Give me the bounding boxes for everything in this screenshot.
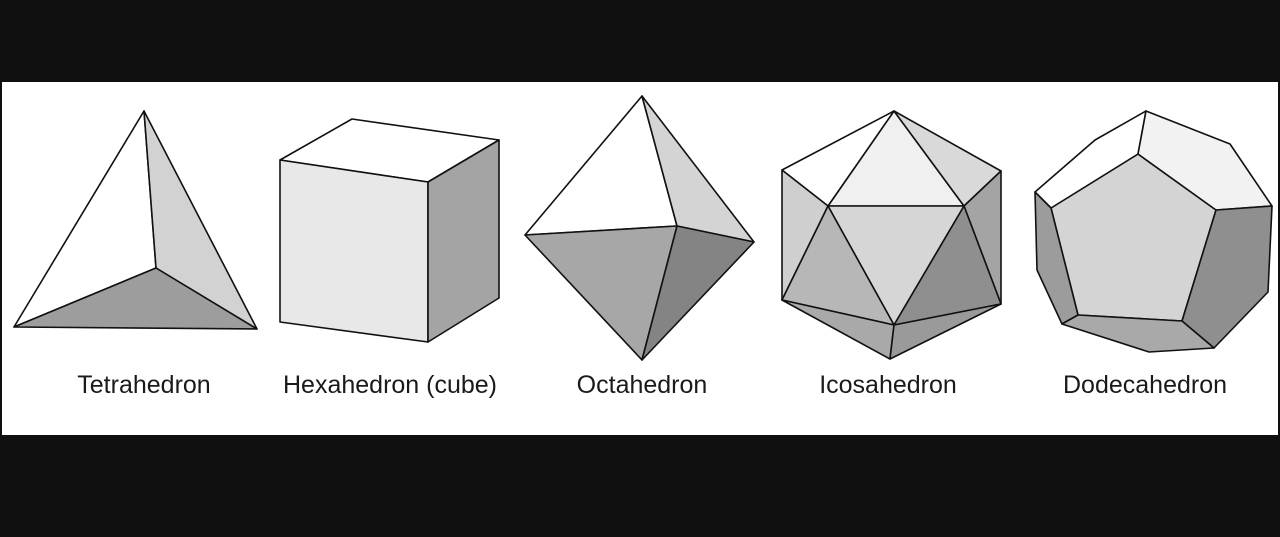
dodecahedron-label: Dodecahedron <box>1062 371 1228 399</box>
cube-face-right <box>427 139 500 343</box>
solids-drawing <box>13 95 1273 361</box>
dodecahedron-face-bottom <box>1061 314 1215 353</box>
hexahedron-label: Hexahedron (cube) <box>282 371 498 399</box>
platonic-solids-figure: Tetrahedron Hexahedron (cube) Octahedron… <box>0 82 1280 435</box>
hexahedron-shape <box>279 118 500 343</box>
cube-face-front <box>279 159 429 343</box>
octahedron-label: Octahedron <box>576 371 708 399</box>
octahedron-face-bottom-right <box>641 225 755 361</box>
icosahedron-shape <box>781 110 1002 360</box>
tetrahedron-label: Tetrahedron <box>77 371 211 399</box>
icosahedron-face-bottom-right <box>889 303 1002 360</box>
tetrahedron-face-bottom <box>13 267 258 330</box>
octahedron-shape <box>524 95 755 361</box>
dodecahedron-face-right <box>1181 205 1273 349</box>
dodecahedron-shape <box>1034 110 1273 353</box>
tetrahedron-shape <box>13 110 258 330</box>
icosahedron-label: Icosahedron <box>819 371 957 399</box>
